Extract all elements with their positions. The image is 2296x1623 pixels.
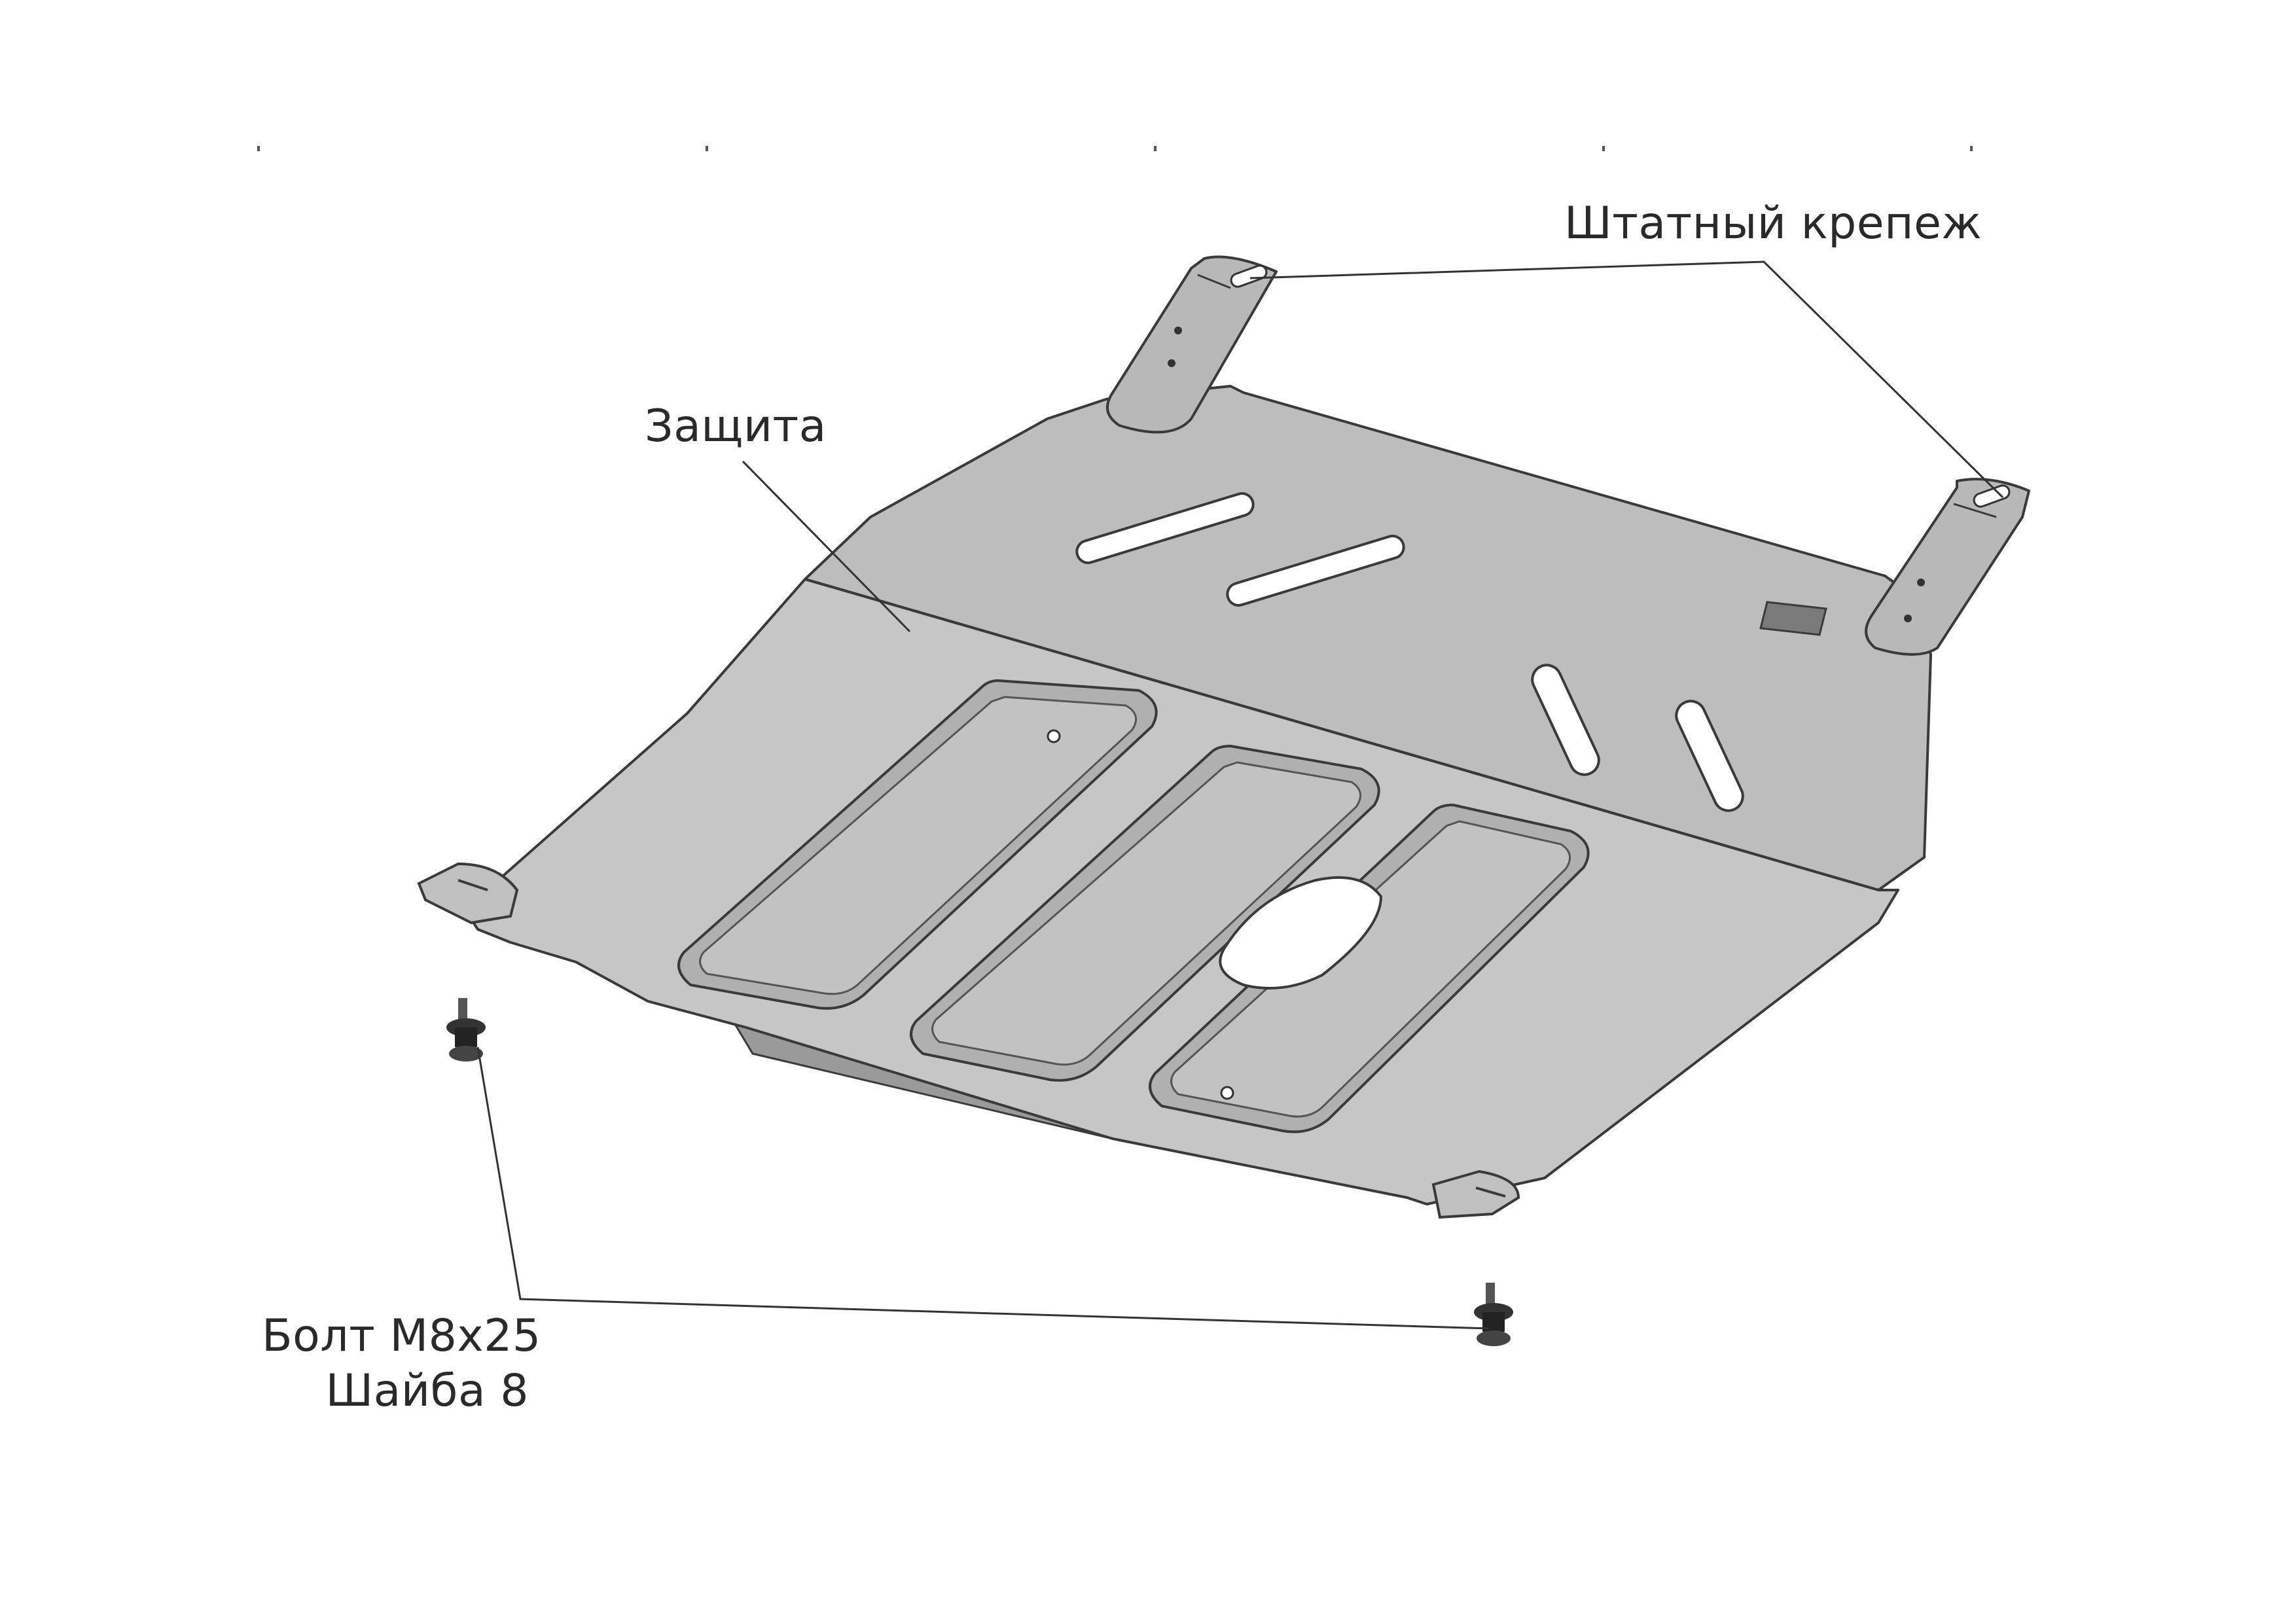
small-hole: [1220, 1086, 1234, 1100]
drain-pad: [1759, 601, 1827, 636]
guard-rear-panel: [804, 385, 1932, 891]
access-hole: [1219, 876, 1383, 990]
leader-lines: [476, 260, 2004, 1330]
guard-bend-line: [804, 578, 1879, 891]
page-tick-marks: [257, 146, 1973, 151]
label-bolt: Болт М8х25: [262, 1310, 541, 1362]
bolt-left: [446, 998, 486, 1061]
label-washer: Шайба 8: [325, 1365, 529, 1417]
label-guard: Защита: [645, 401, 827, 452]
small-hole: [1047, 729, 1061, 743]
bolt-right: [1474, 1283, 1513, 1346]
slot: [1675, 700, 1744, 812]
leader-bolts: [476, 1046, 1490, 1330]
bracket-right: [1865, 478, 2030, 656]
front-tab-right: [1431, 1169, 1520, 1219]
front-tab-left: [417, 862, 519, 925]
label-standard-fasteners: Штатный крепеж: [1564, 198, 1982, 249]
leader-fasteners: [1249, 260, 2004, 499]
slot: [1531, 664, 1600, 776]
stiffening-recesses: [677, 679, 1590, 1133]
slot: [1075, 492, 1255, 564]
bracket-left: [1106, 255, 1278, 434]
ventilation-slots: [1075, 492, 1744, 812]
slot: [1226, 535, 1405, 607]
leader-guard: [742, 460, 911, 633]
